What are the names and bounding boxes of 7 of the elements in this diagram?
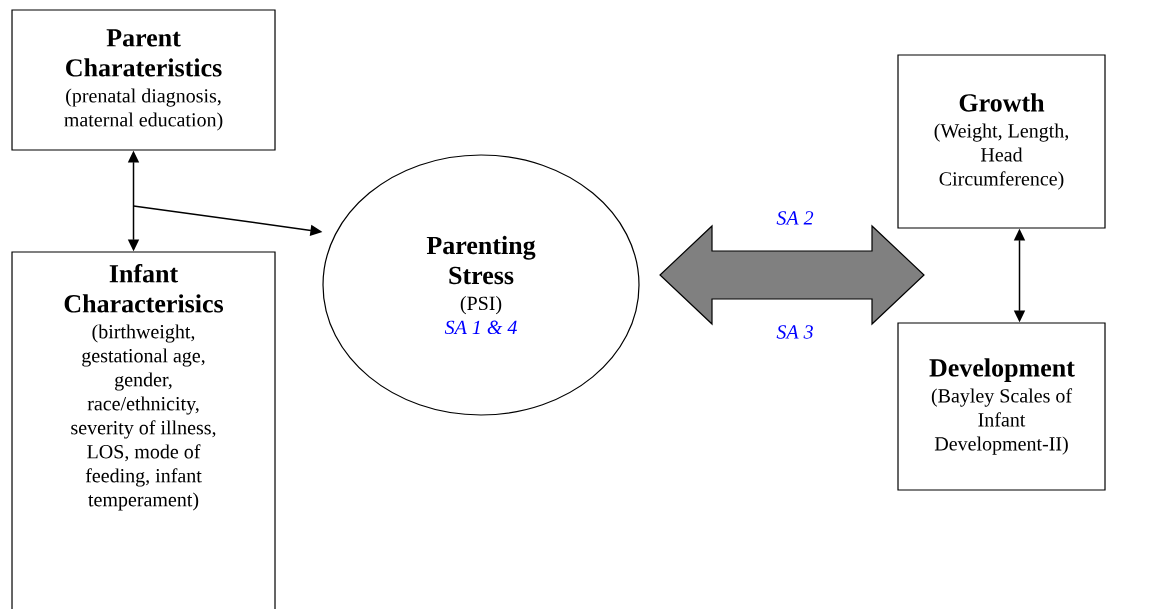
edge-label: SA 3: [775, 324, 815, 340]
outcome-box: Growth (Weight, Length, Head Circumference): [897, 54, 1106, 229]
edge-label: SA 2: [775, 210, 815, 226]
outcome-box: Development (Bayley Scales of Infant Development-II): [897, 322, 1106, 491]
characteristics-box: Infant Characterisics (birthweight, gestational age, gender, race/ethnicity, severity of illness, LOS, mode of feeding, infant temperament): [11, 251, 276, 609]
double-arrow: [659, 224, 925, 326]
characteristics-box: Parent Charateristics (prenatal diagnosis, maternal education): [11, 9, 276, 151]
